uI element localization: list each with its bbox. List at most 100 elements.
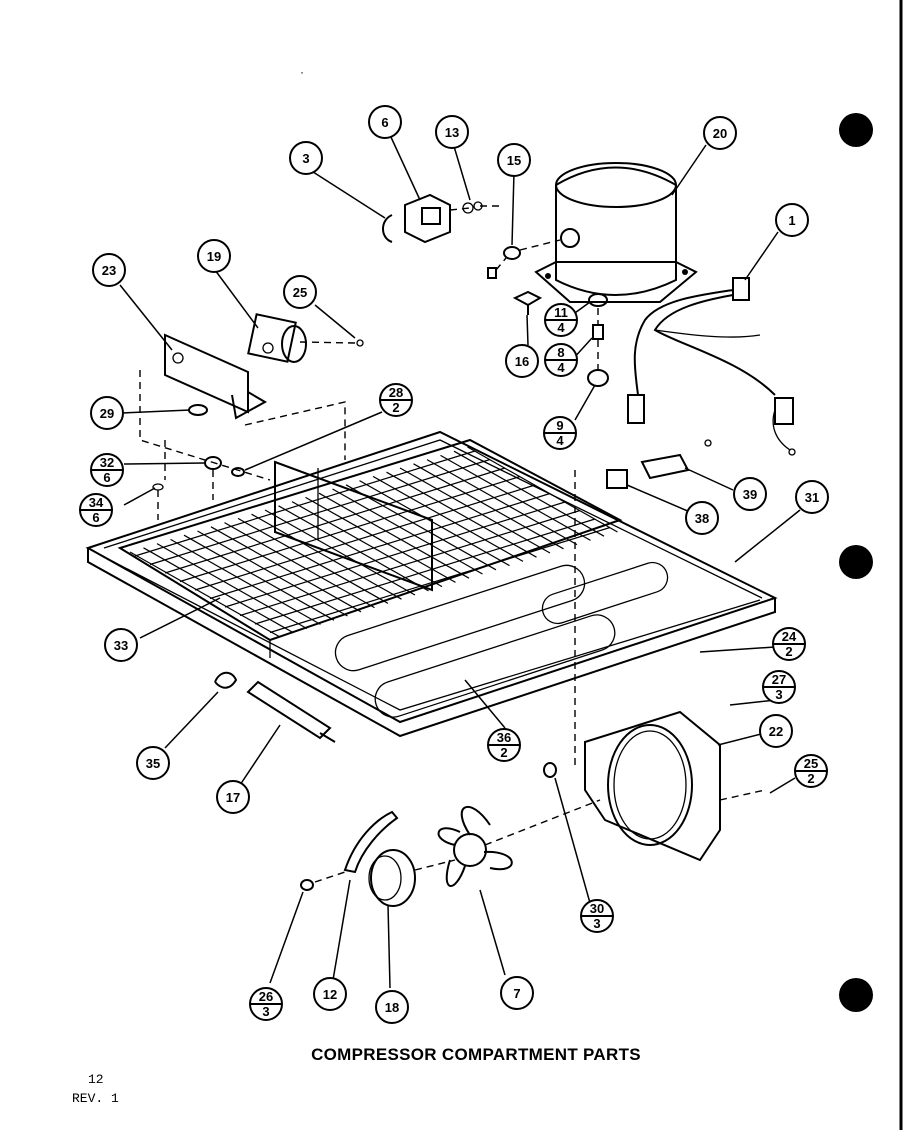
callout-c33: 33 [104, 628, 138, 662]
callout-page-ref: 3 [593, 916, 600, 931]
callout-f34: 346 [79, 493, 113, 527]
coil-tube [318, 492, 470, 579]
callout-part-number: 19 [207, 249, 221, 264]
callout-circle [216, 780, 250, 814]
binder-hole-bottom [839, 978, 873, 1012]
callout-circle [685, 501, 719, 535]
callout-c18: 18 [375, 990, 409, 1024]
callout-c17: 17 [216, 780, 250, 814]
callout-circle [92, 253, 126, 287]
callout-part-number: 8 [557, 345, 564, 360]
coil-fin [149, 458, 491, 566]
callout-c15: 15 [497, 143, 531, 177]
control-bracket-drawing [139, 313, 364, 481]
callout-part-number: 25 [293, 285, 307, 300]
coil-fin [164, 467, 506, 574]
callout-part-number: 35 [146, 756, 160, 771]
callout-part-number: 26 [259, 989, 273, 1004]
coil-tube [453, 450, 605, 537]
callout-circle [703, 116, 737, 150]
coil-tube [210, 526, 362, 613]
callout-c35: 35 [136, 746, 170, 780]
callout-part-number: 16 [515, 354, 529, 369]
callout-part-number: 3 [302, 151, 309, 166]
coil-fin [269, 526, 611, 634]
callout-part-number: 17 [226, 790, 240, 805]
callout-page-ref: 6 [92, 510, 99, 525]
relay-drawing [382, 193, 500, 244]
callout-circle [733, 477, 767, 511]
coil-tube [183, 534, 335, 621]
callout-f26: 263 [249, 987, 283, 1021]
callout-page-ref: 3 [262, 1004, 269, 1019]
coil-tube [197, 530, 348, 617]
callout-layer: 1367121315161718192022232529313335383911… [79, 105, 829, 1024]
callout-circle [283, 275, 317, 309]
coil-tube [143, 547, 294, 634]
callout-c29: 29 [90, 396, 124, 430]
callout-page-ref: 4 [556, 433, 564, 448]
callout-c19: 19 [197, 239, 231, 273]
callout-f32: 326 [90, 453, 124, 487]
callout-part-number: 25 [804, 756, 818, 771]
callout-c23: 23 [92, 253, 126, 287]
callout-part-number: 34 [89, 495, 104, 510]
base-pan-drawing [85, 430, 778, 738]
coil-tube [156, 543, 308, 630]
callout-circle [368, 105, 402, 139]
callout-part-number: 22 [769, 724, 783, 739]
page-number: 12 [88, 1072, 104, 1087]
coil-fin [194, 484, 536, 591]
callout-part-number: 6 [381, 115, 388, 130]
callout-circle [505, 344, 539, 378]
coil-tube [399, 467, 551, 554]
callout-circle [435, 115, 469, 149]
callout-circle [104, 628, 138, 662]
binder-hole-top [839, 113, 873, 147]
coil-tube [332, 488, 483, 575]
callout-page-ref: 6 [103, 470, 110, 485]
coil-tube [426, 459, 578, 546]
callout-part-number: 31 [805, 490, 819, 505]
callout-c39: 39 [733, 477, 767, 511]
coil-tube [413, 463, 564, 550]
coil-fin [224, 501, 566, 608]
small-fasteners-drawing [152, 456, 245, 520]
callout-circle [775, 203, 809, 237]
callout-circle [795, 480, 829, 514]
callout-page-ref: 2 [785, 644, 792, 659]
diagram-title: COMPRESSOR COMPARTMENT PARTS [311, 1045, 641, 1064]
callout-circle [497, 143, 531, 177]
wire-harness-drawing [627, 277, 796, 456]
callout-part-number: 30 [590, 901, 604, 916]
coil-tube [440, 454, 591, 541]
coil-tube [224, 522, 375, 609]
callout-c6: 6 [368, 105, 402, 139]
coil-tube [278, 505, 429, 592]
callout-f24: 242 [772, 627, 806, 661]
coil-fin [239, 509, 581, 617]
coil-tube [467, 446, 618, 533]
coil-tube [237, 517, 389, 604]
callout-f9: 94 [543, 416, 577, 450]
callout-circle [289, 141, 323, 175]
callout-part-number: 29 [100, 406, 114, 421]
callout-c3: 3 [289, 141, 323, 175]
revision-label: REV. 1 [72, 1091, 119, 1106]
callout-c1: 1 [775, 203, 809, 237]
callout-f36: 362 [487, 728, 521, 762]
drier-drawing [214, 671, 336, 743]
callout-part-number: 32 [100, 455, 114, 470]
coil-fin [254, 518, 596, 625]
callout-c31: 31 [795, 480, 829, 514]
callout-part-number: 12 [323, 987, 337, 1002]
callout-f8: 84 [544, 343, 578, 377]
binder-hole-middle [839, 545, 873, 579]
callout-circle [136, 746, 170, 780]
coil-tube [251, 513, 402, 600]
callout-part-number: 9 [556, 418, 563, 433]
coil-tube [386, 471, 537, 558]
coil-tube [359, 480, 510, 567]
